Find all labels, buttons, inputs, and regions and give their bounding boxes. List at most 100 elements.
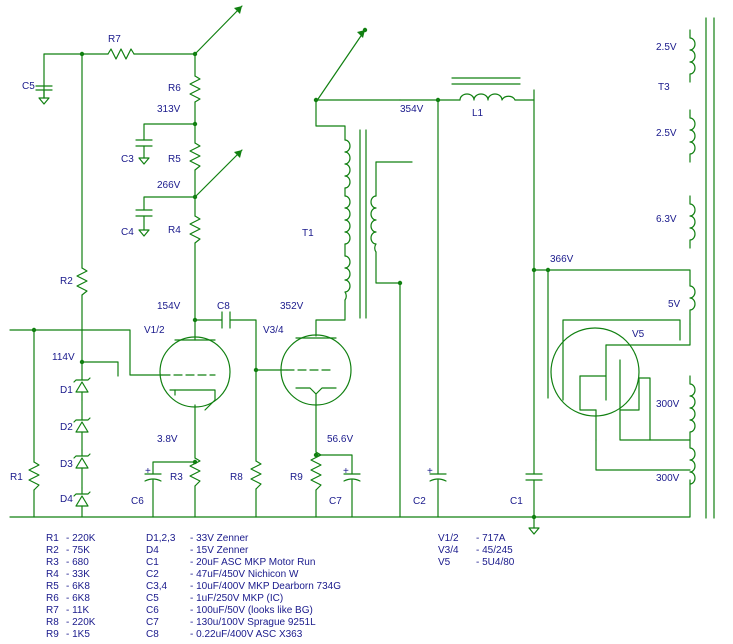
label-t1: T1 [302,228,314,239]
tap-2-5v-b: 2.5V [656,128,677,139]
part-value: - 220K [66,533,96,544]
label-r3: R3 [170,472,183,483]
voltage-266: 266V [157,180,181,191]
transformer-tap-labels: 2.5V 2.5V 6.3V 5V 300V 300V [656,42,681,484]
voltage-354: 354V [400,104,424,115]
label-c3: C3 [121,154,134,165]
label-r7: R7 [108,34,121,45]
part-ref: R5 [46,581,59,592]
label-r6: R6 [168,83,181,94]
label-d3: D3 [60,459,73,470]
resistor-r3 [189,457,201,487]
part-ref: R3 [46,557,59,568]
capacitor-c3 [135,139,153,147]
part-value: - 6K8 [66,581,90,592]
c2-plus: + [427,466,433,477]
part-value: - 680 [66,557,89,568]
label-c4: C4 [121,227,134,238]
capacitor-c5 [35,85,53,99]
label-v34: V3/4 [263,325,284,336]
polarity-marks: + + + [145,466,433,477]
part-value: - 1uF/250V MKP (IC) [190,593,283,604]
parts-list-row: R8 - 220K [46,617,96,628]
resistor-r4 [189,215,201,244]
label-r2: R2 [60,276,73,287]
label-r9: R9 [290,472,303,483]
component-labels: R7 C5 R6 R5 R4 C3 C4 R2 R1 C8 V1/2 V3/4 … [10,34,670,507]
label-l1: L1 [472,108,484,119]
zener-d2 [73,411,91,433]
label-r5: R5 [168,154,181,165]
resistor-r7 [107,48,135,60]
label-r8: R8 [230,472,243,483]
tube-v12 [159,336,231,411]
parts-list-row: V3/4- 45/245 [438,545,513,556]
part-value: - 0.22uF/400V ASC X363 [190,629,303,640]
parts-list-row: D4- 15V Zenner [146,545,249,556]
part-ref: R8 [46,617,59,628]
parts-list-row: C5 - 1uF/250V MKP (IC) [146,593,283,604]
part-ref: D1,2,3 [146,533,176,544]
wiring [9,5,691,529]
transformer-t3 [689,17,715,519]
part-value: - 6K8 [66,593,90,604]
label-c2: C2 [413,496,426,507]
parts-list-row: R6- 6K8 [46,593,90,604]
tap-300v-b: 300V [656,473,680,484]
parts-list-row: C8- 0.22uF/400V ASC X363 [146,629,303,640]
label-r4: R4 [168,225,181,236]
parts-list-row: R1 - 220K [46,533,96,544]
zener-d3 [73,449,91,469]
part-ref: C1 [146,557,159,568]
ground-symbols [38,97,540,535]
voltage-114: 114V [52,352,75,363]
tap-5v: 5V [668,299,681,310]
parts-list-row: C3,4- 10uF/400V MKP Dearborn 734G [146,581,341,592]
voltage-3-8: 3.8V [157,434,178,445]
parts-list-row: V5 - 5U4/80 [438,557,515,568]
part-value: - 47uF/450V Nichicon W [190,569,299,580]
part-ref: D4 [146,545,159,556]
parts-list-row: R9- 1K5 [46,629,90,640]
resistor-r8 [250,460,262,490]
label-v5: V5 [632,329,645,340]
part-ref: V5 [438,557,451,568]
label-c8: C8 [217,301,230,312]
capacitor-c8 [221,311,231,329]
parts-list-row: R4- 33K [46,569,90,580]
parts-list-row: R7- 11K [46,605,89,616]
c6-plus: + [145,466,151,477]
part-ref: R1 [46,533,59,544]
part-value: - 1K5 [66,629,90,640]
zener-d1 [73,377,91,401]
part-ref: V3/4 [438,545,459,556]
choke-l1 [451,77,521,101]
part-ref: R2 [46,545,59,556]
part-value: - 220K [66,617,96,628]
part-value: - 33V Zenner [190,533,249,544]
zener-d4 [73,487,91,507]
tube-v5 [550,327,640,441]
junction-dots [31,27,551,520]
voltage-352: 352V [280,301,304,312]
capacitor-c7 [343,473,361,482]
voltage-56-6: 56.6V [327,434,353,445]
label-d2: D2 [60,422,73,433]
label-c6: C6 [131,496,144,507]
tap-6-3v: 6.3V [656,214,677,225]
part-value: - 5U4/80 [476,557,515,568]
parts-list-row: V1/2- 717A [438,533,506,544]
transformer-t1 [344,129,377,319]
label-c7: C7 [329,496,342,507]
capacitor-c6 [144,473,162,482]
tube-v34 [280,334,352,406]
parts-list-row: C2- 47uF/450V Nichicon W [146,569,299,580]
part-ref: C5 [146,593,159,604]
label-v12: V1/2 [144,325,165,336]
resistor-r6 [189,75,201,103]
part-ref: R4 [46,569,59,580]
